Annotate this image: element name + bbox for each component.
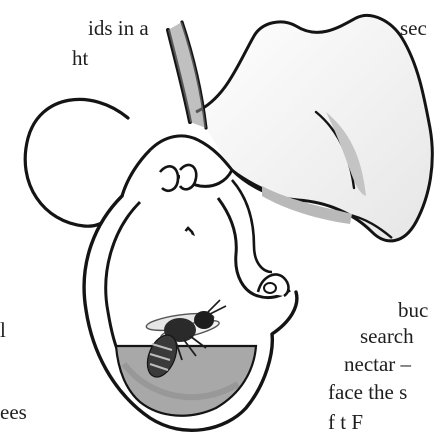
text-fragment-mid-left-1: l <box>0 320 6 341</box>
text-fragment-top-right-1: sec <box>400 18 427 39</box>
text-fragment-bottom-right-3: nectar – <box>344 354 411 375</box>
text-fragment-bottom-left-1: ees <box>0 402 27 423</box>
text-fragment-bottom-right-5: f t F <box>328 412 363 433</box>
anther-lobe-right <box>180 165 196 189</box>
anther-lobe-left <box>160 166 178 190</box>
text-fragment-bottom-right-2: search <box>360 326 414 347</box>
exit-pollen <box>264 283 276 293</box>
text-fragment-bottom-right-1: buc <box>398 300 428 321</box>
text-fragment-top-left-1: ids in a <box>88 18 149 39</box>
text-fragment-top-left-2: ht <box>72 48 88 69</box>
text-fragment-bottom-right-4: face the s <box>328 382 407 403</box>
